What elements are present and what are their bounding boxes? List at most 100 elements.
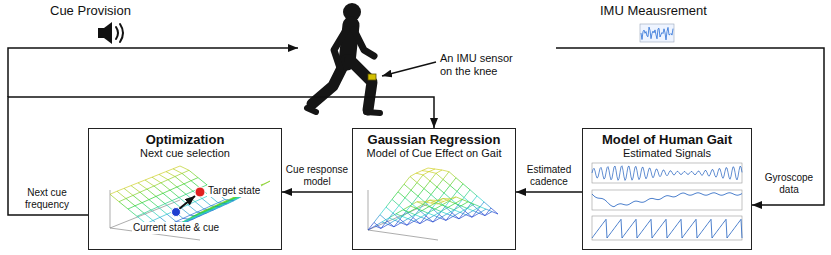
plot-line [161, 180, 168, 183]
plot-line [450, 185, 457, 191]
plot-line [410, 173, 416, 176]
plot-line [380, 215, 387, 221]
speaker-icon [98, 22, 123, 44]
plot-line [374, 222, 381, 228]
plot-line [465, 204, 471, 212]
plot-line [423, 204, 429, 206]
plot-line [184, 184, 193, 191]
plot-line [386, 207, 393, 213]
plot-line [433, 218, 440, 222]
plot-line [154, 183, 161, 186]
plot-line [147, 186, 154, 189]
plot-line [396, 214, 402, 217]
plot-line [382, 222, 388, 225]
plot-line [160, 214, 167, 217]
box-title: Model of Human Gait [587, 132, 747, 147]
plot-line [128, 206, 135, 209]
plot-line [173, 169, 182, 174]
plot-line [468, 202, 474, 204]
plot-line [434, 216, 440, 219]
plot-line [261, 181, 270, 186]
box-title: Optimization [93, 132, 277, 147]
plot-line [124, 186, 131, 189]
plot-line [135, 203, 142, 206]
plot-line [455, 203, 461, 205]
plot-line [461, 202, 468, 206]
plot-line [450, 178, 456, 186]
plot-line [454, 210, 460, 212]
plot-line [417, 175, 423, 183]
signal-plots [592, 163, 742, 240]
plot-line [131, 186, 140, 193]
plot-line [381, 224, 388, 228]
plot-line [182, 170, 189, 173]
plot-line [131, 183, 138, 186]
plot-line [436, 170, 442, 173]
plot-line [408, 219, 414, 222]
plot-line [117, 188, 124, 191]
frequency-trace [592, 193, 742, 207]
plot-line [405, 198, 412, 204]
text-label: Cue Provision [50, 3, 131, 19]
plot-frame [592, 190, 742, 210]
plot-line [399, 198, 405, 206]
plot-line [133, 192, 140, 195]
plot-line [152, 174, 159, 177]
plot-line [386, 199, 392, 207]
plot-line [135, 206, 144, 213]
plot-line [211, 203, 218, 206]
plot-frame [592, 216, 742, 240]
plot-line [181, 208, 190, 215]
edge-label: Cue response model [285, 164, 349, 188]
plot-line [464, 190, 470, 198]
plot-line [439, 207, 445, 215]
plot-line [184, 181, 191, 184]
plot-line [480, 207, 486, 209]
plot-line [412, 196, 418, 204]
plot-line [416, 173, 423, 175]
plot-line [126, 195, 133, 198]
plot-line [400, 219, 407, 225]
imu-plot-icon [640, 24, 674, 42]
current-marker [172, 208, 181, 217]
plot-line [430, 181, 437, 187]
plot-line [448, 203, 455, 207]
plot-line [145, 177, 152, 180]
plot-line [168, 180, 177, 187]
plot-line [166, 169, 173, 172]
edge-label: Next cue frequency [12, 187, 82, 211]
plot-line [393, 206, 399, 214]
plot-line [410, 177, 417, 183]
plot-line [158, 207, 167, 214]
plot-line [430, 173, 436, 181]
plot-line [165, 201, 172, 204]
plot-line [415, 215, 421, 217]
plot-line [147, 189, 156, 196]
plot-line [163, 193, 172, 200]
text-label: Target state [207, 185, 261, 197]
plot-line [158, 204, 165, 207]
plot-line [392, 199, 399, 205]
plot-line [152, 177, 161, 183]
plot-line [154, 186, 163, 193]
plot-line [380, 207, 386, 215]
plot-line [430, 200, 436, 203]
plot-line [128, 209, 137, 216]
plot-line [198, 178, 207, 185]
plot-line [159, 174, 168, 179]
plot-line [411, 190, 418, 196]
plot-line [177, 184, 184, 187]
plot-line [389, 218, 395, 220]
plot-line [153, 217, 160, 220]
text-label: An IMU sensor on the knee [440, 52, 524, 78]
plot-line [443, 172, 449, 180]
plot-line [449, 172, 456, 178]
plot-line [426, 216, 433, 222]
connector-arrow [516, 191, 582, 193]
plot-line [133, 195, 142, 202]
plot-line [437, 199, 443, 201]
plot-line [431, 187, 437, 195]
plot-line [421, 217, 427, 220]
plot-line [485, 212, 492, 216]
leader-arrow [382, 62, 436, 76]
